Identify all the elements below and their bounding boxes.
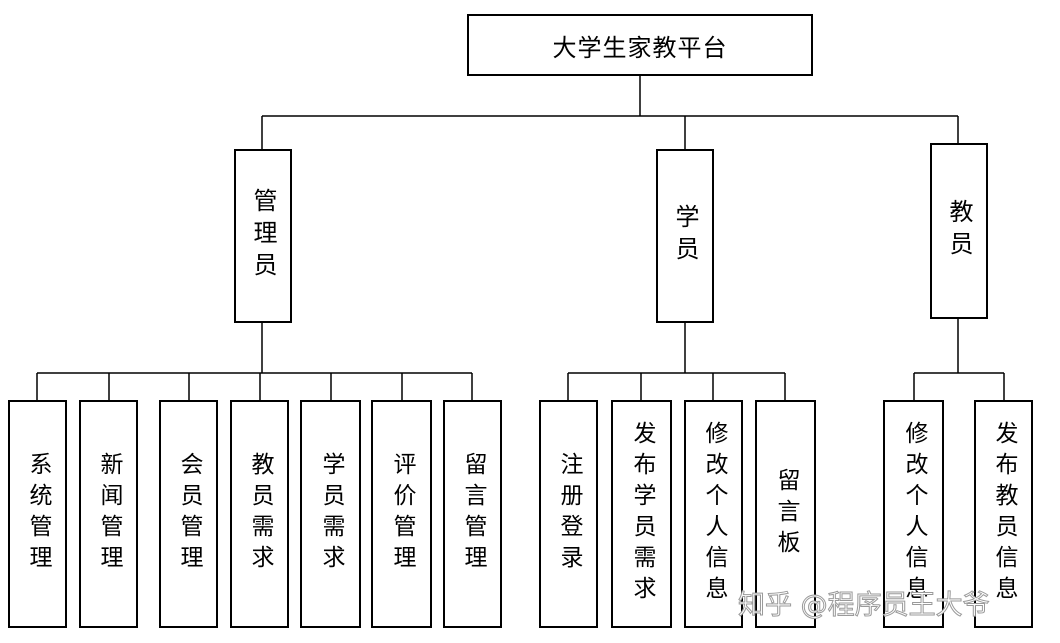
function-label: 学员需求 <box>318 452 344 576</box>
function-node: 教员需求 <box>230 400 289 628</box>
role-tutor-node: 教员 <box>930 143 988 319</box>
function-node: 留言板 <box>755 400 816 628</box>
role-student-node: 学员 <box>656 149 714 323</box>
watermark: 知乎 @程序员王大爷 <box>738 590 991 622</box>
role-admin-node: 管理员 <box>234 149 292 323</box>
function-node: 会员管理 <box>159 400 218 628</box>
function-label: 发布教员信息 <box>991 421 1017 607</box>
function-node: 新闻管理 <box>79 400 138 628</box>
function-label: 发布学员需求 <box>629 421 655 607</box>
function-label: 修改个人信息 <box>701 421 727 607</box>
function-label: 留言板 <box>773 467 799 561</box>
role-student-label: 学员 <box>671 204 699 268</box>
function-node: 修改个人信息 <box>883 400 944 628</box>
root-label: 大学生家教平台 <box>552 33 728 62</box>
role-tutor-label: 教员 <box>945 199 973 263</box>
function-label: 系统管理 <box>25 452 51 576</box>
function-label: 新闻管理 <box>96 452 122 576</box>
function-label: 会员管理 <box>176 452 202 576</box>
function-label: 修改个人信息 <box>901 421 927 607</box>
function-node: 系统管理 <box>8 400 67 628</box>
function-node: 发布教员信息 <box>974 400 1033 628</box>
function-label: 评价管理 <box>389 452 415 576</box>
function-node: 评价管理 <box>371 400 432 628</box>
function-node: 修改个人信息 <box>684 400 743 628</box>
function-label: 留言管理 <box>460 452 486 576</box>
function-label: 教员需求 <box>247 452 273 576</box>
function-label: 注册登录 <box>556 452 582 576</box>
function-node: 留言管理 <box>443 400 502 628</box>
root-node: 大学生家教平台 <box>467 14 813 76</box>
function-node: 学员需求 <box>300 400 361 628</box>
role-admin-label: 管理员 <box>249 188 277 284</box>
function-node: 发布学员需求 <box>611 400 672 628</box>
function-node: 注册登录 <box>539 400 598 628</box>
